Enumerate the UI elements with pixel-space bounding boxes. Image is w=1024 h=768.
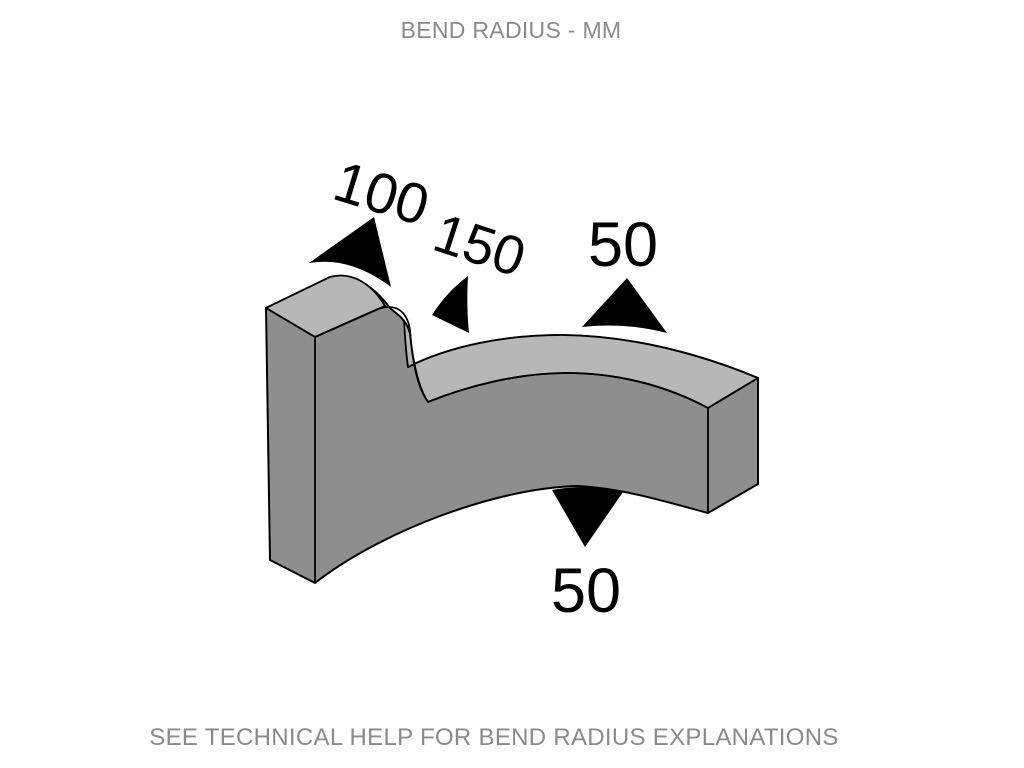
label-radius-100: 100 [327, 149, 437, 238]
end-cap-top-edge [707, 377, 759, 409]
footer-note: SEE TECHNICAL HELP FOR BEND RADIUS EXPLA… [149, 724, 838, 751]
arrow-50-top-icon [582, 278, 667, 333]
arrow-100-icon [309, 217, 391, 287]
page-title: BEND RADIUS - MM [401, 17, 622, 43]
arrow-150-icon [432, 276, 469, 333]
front-profile-top-edge [314, 306, 709, 513]
label-radius-50-bottom: 50 [551, 556, 621, 626]
arrow-50-bottom-icon [552, 486, 623, 547]
column-top-face [265, 274, 386, 338]
callout-arrows [309, 217, 667, 547]
label-radius-150: 150 [426, 201, 532, 288]
edge-lines [265, 306, 759, 583]
label-radius-50-top: 50 [588, 210, 658, 280]
